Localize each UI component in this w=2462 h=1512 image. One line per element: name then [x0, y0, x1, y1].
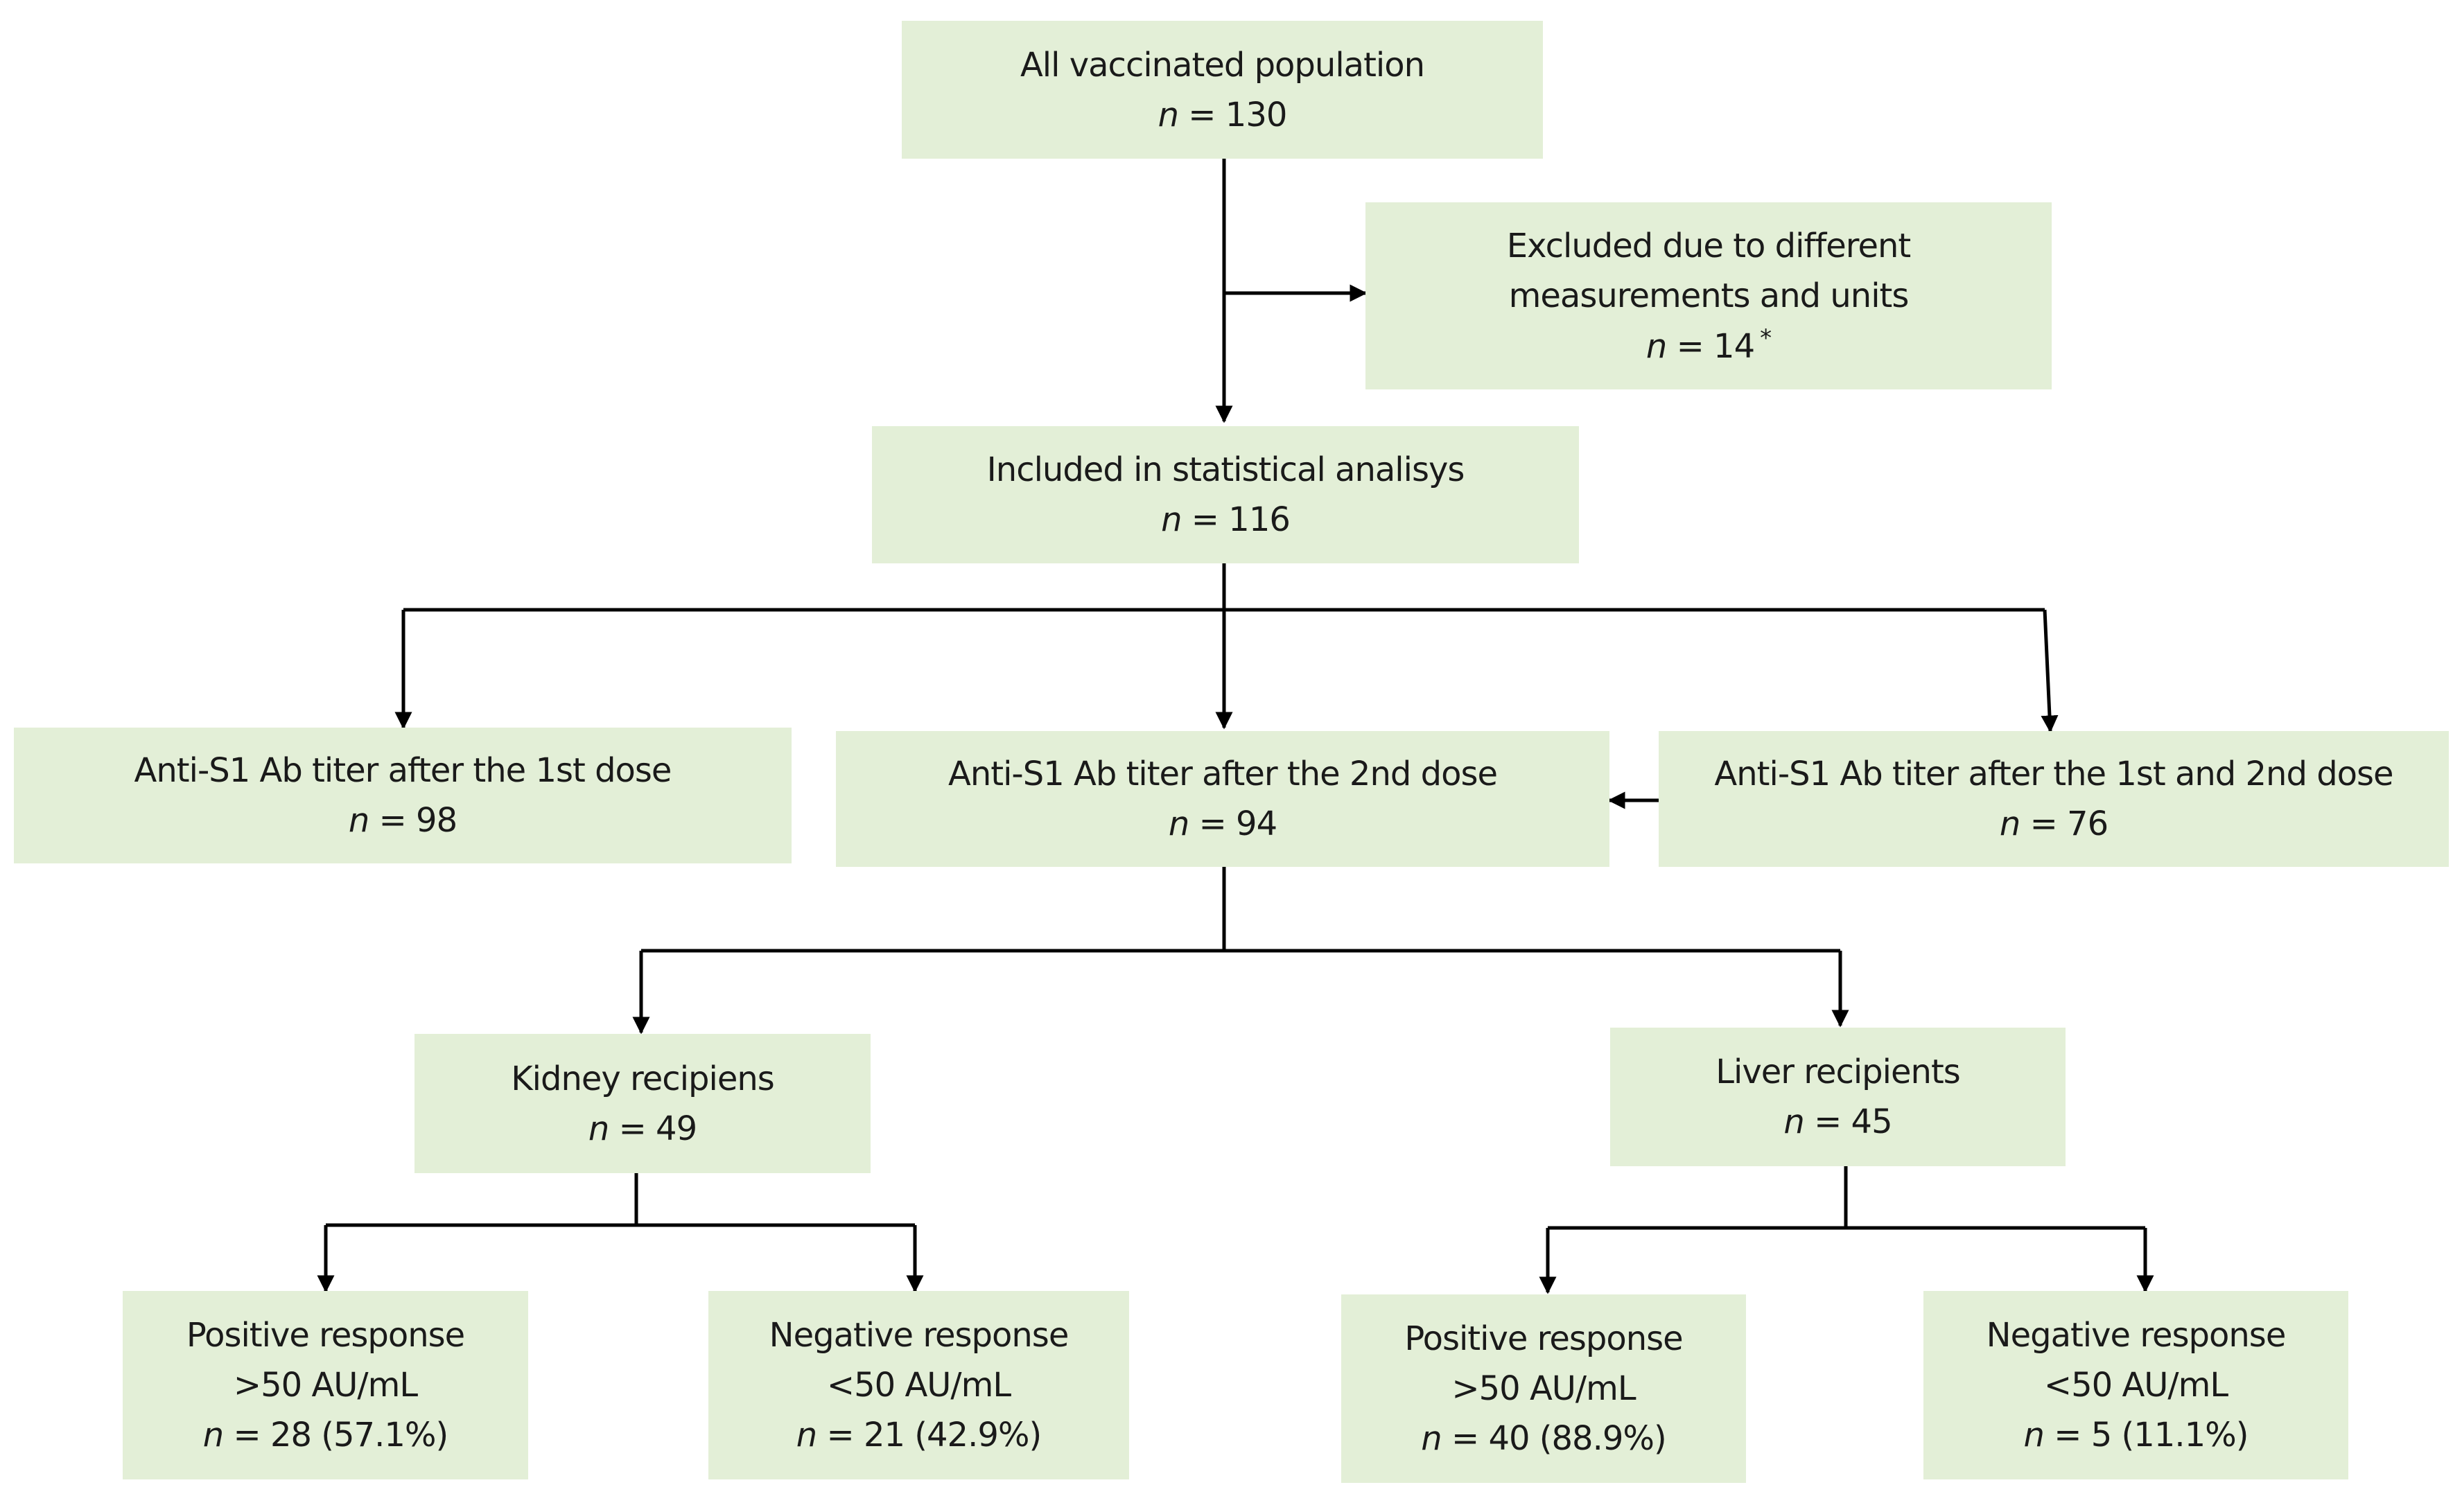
n-symbol: n — [796, 1416, 817, 1454]
count-value: = 130 — [1188, 95, 1287, 134]
box-excluded: Excluded due to different measurements a… — [1365, 202, 2052, 389]
box-kidney-count: n = 49 — [588, 1104, 697, 1154]
n-symbol: n — [1161, 500, 1182, 539]
box-kidney-pos-label-1: Positive response — [186, 1316, 465, 1355]
box-kidney-label: Kidney recipiens — [511, 1059, 775, 1098]
box-excluded-count: n = 14* — [1645, 321, 1772, 371]
n-symbol: n — [348, 801, 369, 840]
count-value: = 116 — [1191, 500, 1291, 539]
box-excluded-label-2: measurements and units — [1508, 276, 1910, 315]
count-value: = 76 — [2029, 805, 2109, 843]
count-value: = 14 — [1676, 326, 1756, 366]
box-dose1-label: Anti-S1 Ab titer after the 1st dose — [134, 751, 672, 790]
count-value: = 28 (57.1%) — [233, 1416, 448, 1454]
box-kidney-neg-label-2: <50 AU/mL — [826, 1366, 1011, 1405]
box-liver-pos-label-2: >50 AU/mL — [1451, 1369, 1636, 1408]
box-kidney-neg-label-1: Negative response — [769, 1316, 1070, 1355]
count-value: = 5 (11.1%) — [2054, 1416, 2249, 1454]
box-liver-count: n = 45 — [1783, 1097, 1892, 1147]
box-dose12: Anti-S1 Ab titer after the 1st and 2nd d… — [1659, 731, 2449, 867]
box-dose12-count: n = 76 — [1999, 799, 2109, 849]
box-dose2-count: n = 94 — [1169, 799, 1277, 849]
box-dose1-count: n = 98 — [349, 795, 457, 845]
box-kidney: Kidney recipiens n = 49 — [414, 1034, 871, 1173]
box-included: Included in statistical analisys n = 116 — [872, 426, 1579, 563]
n-symbol: n — [2023, 1416, 2045, 1454]
box-dose12-label: Anti-S1 Ab titer after the 1st and 2nd d… — [1714, 755, 2393, 793]
count-value: = 98 — [378, 801, 458, 840]
box-kidney-positive: Positive response >50 AU/mL n = 28 (57.1… — [123, 1291, 528, 1479]
n-symbol: n — [1168, 805, 1189, 843]
box-kidney-pos-count: n = 28 (57.1%) — [203, 1410, 448, 1460]
n-symbol: n — [588, 1109, 609, 1148]
n-symbol: n — [1645, 326, 1667, 366]
footnote-mark: * — [1760, 324, 1772, 352]
count-value: = 49 — [618, 1109, 698, 1148]
box-dose2-label: Anti-S1 Ab titer after the 2nd dose — [948, 755, 1498, 793]
box-excluded-label-1: Excluded due to different — [1506, 226, 1911, 265]
count-value: = 21 (42.9%) — [826, 1416, 1042, 1454]
box-liver-neg-label-2: <50 AU/mL — [2043, 1366, 2228, 1405]
box-liver-pos-count: n = 40 (88.9%) — [1421, 1414, 1666, 1463]
arrow-to-dose12 — [2041, 609, 2059, 733]
box-dose1: Anti-S1 Ab titer after the 1st dose n = … — [14, 728, 792, 863]
box-liver-label: Liver recipients — [1715, 1053, 1961, 1091]
box-all-count: n = 130 — [1158, 90, 1288, 140]
box-dose2: Anti-S1 Ab titer after the 2nd dose n = … — [836, 731, 1609, 867]
box-kidney-neg-count: n = 21 (42.9%) — [796, 1410, 1042, 1460]
box-kidney-pos-label-2: >50 AU/mL — [233, 1366, 418, 1405]
count-value: = 40 (88.9%) — [1451, 1419, 1667, 1458]
box-all-vaccinated: All vaccinated population n = 130 — [902, 21, 1543, 159]
box-all-label: All vaccinated population — [1020, 45, 1425, 85]
count-value: = 94 — [1198, 805, 1278, 843]
box-liver-negative: Negative response <50 AU/mL n = 5 (11.1%… — [1923, 1291, 2348, 1479]
box-kidney-negative: Negative response <50 AU/mL n = 21 (42.9… — [708, 1291, 1129, 1479]
box-liver-positive: Positive response >50 AU/mL n = 40 (88.9… — [1341, 1294, 1746, 1483]
n-symbol: n — [1421, 1419, 1442, 1458]
box-included-count: n = 116 — [1161, 495, 1291, 545]
n-symbol: n — [1783, 1102, 1804, 1141]
box-liver-pos-label-1: Positive response — [1404, 1319, 1683, 1358]
box-liver-neg-count: n = 5 (11.1%) — [2024, 1410, 2249, 1460]
n-symbol: n — [202, 1416, 224, 1454]
box-included-label: Included in statistical analisys — [986, 450, 1465, 489]
box-liver-neg-label-1: Negative response — [1986, 1316, 2287, 1355]
count-value: = 45 — [1814, 1102, 1893, 1141]
n-symbol: n — [1999, 805, 2020, 843]
box-liver: Liver recipients n = 45 — [1610, 1028, 2066, 1166]
n-symbol: n — [1158, 95, 1179, 134]
